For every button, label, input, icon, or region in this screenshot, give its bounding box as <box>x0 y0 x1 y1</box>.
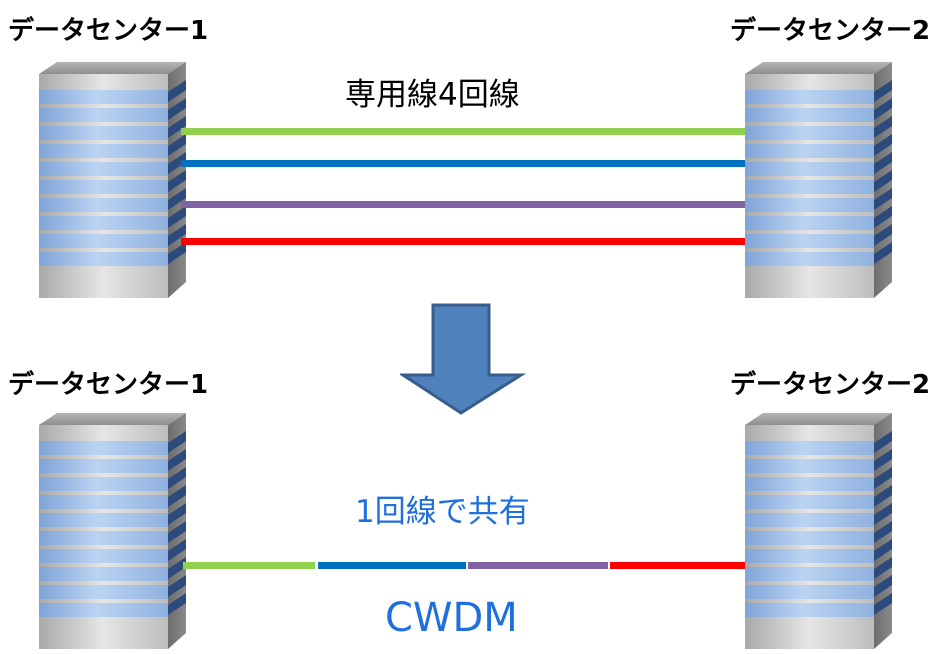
line-green <box>181 128 745 135</box>
dedicated-lines-caption: 専用線4回線 <box>345 77 520 113</box>
shared-line-caption: 1回線で共有 <box>355 494 530 530</box>
segment-blue <box>318 562 466 569</box>
dc2-label-bottom: データセンター2 <box>730 370 931 400</box>
segment-red <box>610 562 745 569</box>
datacenter-2-building-icon <box>745 62 892 298</box>
dc1-label-bottom: データセンター1 <box>8 370 209 400</box>
line-purple <box>181 201 745 208</box>
datacenter-1-building-icon-bottom <box>39 413 186 649</box>
line-red <box>181 238 745 245</box>
down-arrow-icon <box>400 303 526 415</box>
dc1-label-top: データセンター1 <box>8 16 209 46</box>
dc2-label-top: データセンター2 <box>730 16 931 46</box>
datacenter-1-building-icon <box>39 62 186 298</box>
cwdm-label: CWDM <box>385 595 518 641</box>
segment-purple <box>468 562 608 569</box>
line-blue <box>181 160 745 167</box>
segment-green <box>183 562 315 569</box>
datacenter-2-building-icon-bottom <box>745 413 892 649</box>
